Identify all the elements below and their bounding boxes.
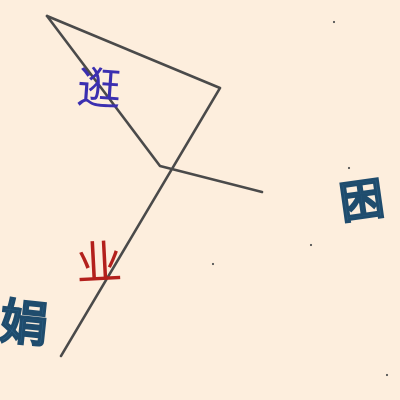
char-kun: 困	[336, 172, 388, 230]
char-you: 逛	[75, 62, 123, 117]
dot	[309, 243, 313, 247]
char-juan: 娟	[0, 293, 52, 355]
char-ye: 业	[74, 234, 124, 292]
dot	[347, 166, 351, 170]
main-polyline	[45, 14, 222, 358]
branch-polyline	[45, 14, 264, 194]
dot	[211, 262, 215, 266]
dot	[332, 20, 336, 24]
dot	[385, 373, 389, 377]
